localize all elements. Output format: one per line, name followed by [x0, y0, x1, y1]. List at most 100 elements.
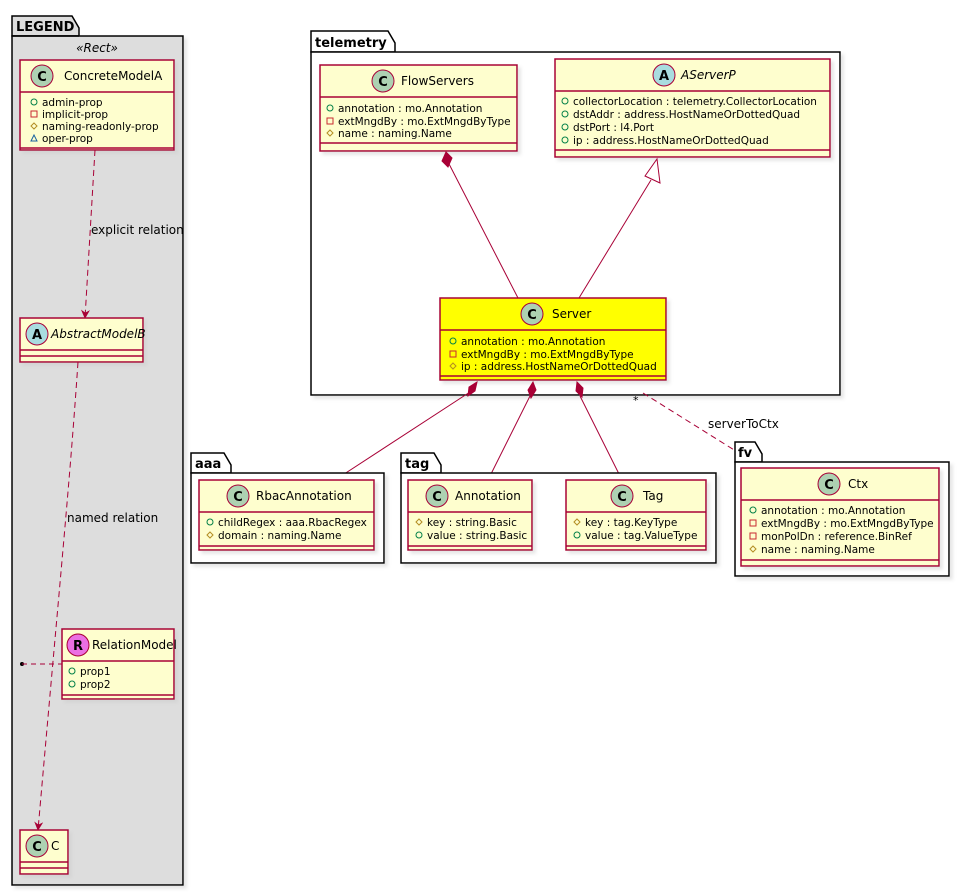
attribute: admin-prop	[42, 97, 103, 109]
attribute: collectorLocation : telemetry.CollectorL…	[573, 96, 817, 108]
attribute: value : string.Basic	[427, 530, 527, 542]
class-spot-icon: C	[30, 64, 54, 88]
svg-text:C: C	[824, 478, 834, 493]
private-icon	[30, 110, 38, 118]
package-name: fv	[738, 446, 753, 461]
attribute: key : tag.KeyType	[585, 517, 677, 529]
svg-text:C: C	[37, 70, 47, 85]
class-name: FlowServers	[401, 74, 474, 88]
server-to-ctx-label: serverToCtx	[708, 417, 779, 431]
svg-text:C: C	[32, 840, 42, 855]
public-icon	[561, 123, 569, 131]
class-name: AServerP	[680, 68, 737, 82]
class-server[interactable]	[439, 297, 667, 381]
attribute: annotation : mo.Annotation	[338, 103, 482, 115]
package-private-icon	[30, 133, 38, 142]
legend-title: LEGEND	[16, 20, 75, 35]
private-icon	[326, 117, 334, 125]
public-icon	[30, 98, 38, 106]
abstract-spot-icon: A	[25, 322, 49, 346]
class-name: Ctx	[848, 477, 868, 491]
svg-text:C: C	[233, 490, 243, 505]
public-icon	[573, 531, 581, 539]
attribute: dstAddr : address.HostNameOrDottedQuad	[573, 109, 800, 121]
class-aserverp[interactable]	[554, 58, 831, 158]
public-icon	[415, 531, 423, 539]
composition-edge	[446, 159, 519, 299]
named-relation-edge	[34, 361, 79, 831]
package-name: telemetry	[315, 36, 387, 51]
class-flow-servers[interactable]	[319, 64, 518, 152]
attribute: extMngdBy : mo.ExtMngdByType	[461, 349, 634, 361]
attribute: monPolDn : reference.BinRef	[761, 531, 912, 543]
class-spot-icon: C	[226, 484, 250, 508]
attribute: annotation : mo.Annotation	[461, 336, 605, 348]
attribute: prop1	[80, 666, 111, 678]
attribute: ip : address.HostNameOrDottedQuad	[573, 135, 769, 147]
class-name: Tag	[642, 489, 663, 503]
legend-stereotype: «Rect»	[76, 41, 118, 55]
public-icon	[749, 506, 757, 514]
composition-diamond-icon	[527, 380, 537, 400]
attribute: ip : address.HostNameOrDottedQuad	[461, 361, 657, 373]
protected-icon	[30, 122, 38, 130]
composition-edge	[487, 395, 531, 481]
class-spot-icon: C	[817, 472, 841, 496]
explicit-relation-label: explicit relation	[91, 223, 184, 237]
attribute: naming-readonly-prop	[42, 121, 159, 133]
attribute: annotation : mo.Annotation	[761, 505, 905, 517]
class-name: Annotation	[455, 489, 521, 503]
class-spot-icon: C	[25, 834, 49, 858]
class-spot-icon: C	[425, 484, 449, 508]
attribute: extMngdBy : mo.ExtMngdByType	[338, 116, 511, 128]
attribute: key : string.Basic	[427, 517, 517, 529]
attribute: domain : naming.Name	[218, 530, 341, 542]
public-icon	[561, 136, 569, 144]
svg-text:R: R	[73, 639, 83, 654]
class-spot-icon: C	[371, 69, 395, 93]
attribute: prop2	[80, 679, 111, 691]
svg-text:C: C	[617, 490, 627, 505]
protected-icon	[415, 518, 423, 526]
public-icon	[561, 110, 569, 118]
class-spot-icon: C	[520, 302, 544, 326]
attribute: extMngdBy : mo.ExtMngdByType	[761, 518, 934, 530]
explicit-relation-edge	[80, 149, 96, 319]
multiplicity-source: *	[633, 394, 639, 407]
attribute: name : naming.Name	[338, 128, 452, 140]
protected-icon	[326, 129, 334, 137]
abstract-spot-icon: A	[652, 63, 676, 87]
attribute: childRegex : aaa.RbacRegex	[218, 517, 367, 529]
composition-diamond-icon	[467, 380, 478, 398]
attribute: oper-prop	[42, 133, 93, 145]
inheritance-triangle-icon	[644, 157, 661, 184]
protected-icon	[449, 362, 457, 370]
named-relation-label: named relation	[67, 511, 158, 525]
class-name: RbacAnnotation	[256, 489, 352, 503]
svg-text:A: A	[32, 328, 42, 343]
attribute: dstPort : l4.Port	[573, 122, 654, 134]
private-icon	[749, 532, 757, 540]
svg-text:C: C	[378, 75, 388, 90]
legend-package: LEGEND «Rect»	[11, 15, 184, 886]
public-icon	[326, 104, 334, 112]
svg-text:C: C	[527, 308, 537, 323]
public-icon	[68, 667, 76, 675]
svg-text:C: C	[432, 490, 442, 505]
protected-icon	[573, 518, 581, 526]
package-name: tag	[405, 457, 429, 472]
generalization-edge	[578, 179, 652, 299]
attribute: implicit-prop	[42, 109, 108, 121]
composition-edge	[334, 391, 471, 481]
public-icon	[206, 518, 214, 526]
class-tag[interactable]	[565, 479, 707, 551]
svg-text:A: A	[659, 69, 669, 84]
attribute: name : naming.Name	[761, 544, 875, 556]
class-spot-icon: C	[610, 484, 634, 508]
composition-diamond-icon	[575, 380, 584, 399]
composition-diamond-icon	[441, 151, 453, 168]
relation-spot-icon: R	[66, 633, 90, 657]
attribute: value : tag.ValueType	[585, 530, 697, 542]
public-icon	[561, 97, 569, 105]
